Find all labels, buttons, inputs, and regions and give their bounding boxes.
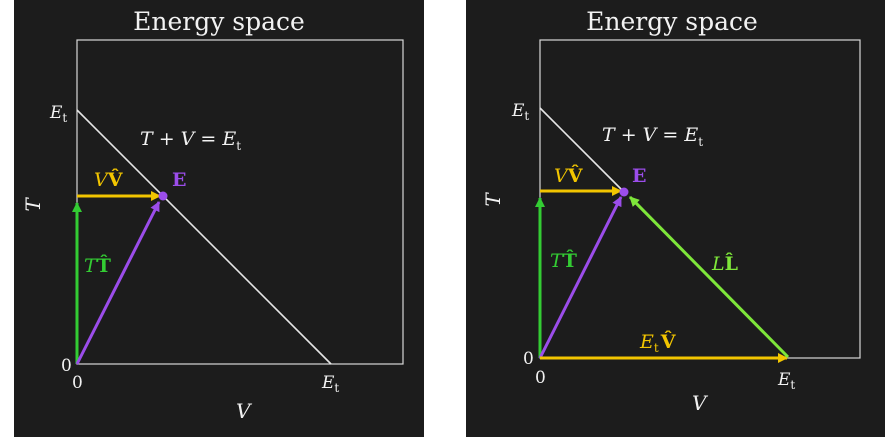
y-axis-label: T [21, 197, 45, 212]
energy-space-diagram-right: Energy space T + V = Et Et Et 0 0 V T VV… [481, 7, 861, 415]
x-max-label: Et [777, 370, 795, 392]
y-max-label: Et [511, 101, 529, 123]
e-vector [538, 196, 623, 359]
l-hat-vector [628, 195, 790, 359]
plot-frame [539, 39, 861, 359]
y-max-label: Et [49, 103, 67, 125]
energy-point [158, 191, 168, 201]
energy-point-label: E [632, 165, 646, 187]
energy-space-panel-left: Energy space T + V = Et Et Et 0 0 V T VV… [14, 0, 424, 437]
energy-constraint-line [539, 107, 625, 193]
y-axis-label: T [481, 192, 505, 207]
v-hat-label: VV̂ [94, 169, 124, 191]
plot-frame [76, 39, 404, 365]
origin-x-label: 0 [72, 373, 83, 393]
origin-y-label: 0 [61, 356, 72, 376]
v-hat-label: VV̂ [554, 165, 584, 187]
panel-title: Energy space [586, 7, 758, 36]
x-max-label: Et [321, 373, 339, 395]
energy-constraint-line [76, 109, 332, 365]
origin-y-label: 0 [523, 349, 534, 369]
x-axis-label: V [692, 391, 709, 415]
x-axis-label: V [236, 399, 253, 423]
energy-point-label: E [172, 169, 186, 191]
energy-space-panel-right: Energy space T + V = Et Et Et 0 0 V T VV… [466, 0, 885, 437]
t-hat-label: TT̂ [550, 250, 577, 272]
l-hat-label: LL̂ [711, 253, 738, 275]
origin-x-label: 0 [535, 368, 546, 388]
energy-space-diagram-left: Energy space T + V = Et Et Et 0 0 V T VV… [21, 7, 404, 423]
constraint-equation: T + V = Et [602, 124, 703, 149]
e-vector [75, 201, 161, 365]
energy-point [619, 187, 629, 197]
panel-title: Energy space [133, 7, 305, 36]
t-hat-label: TT̂ [84, 255, 111, 277]
constraint-equation: T + V = Et [140, 128, 241, 153]
